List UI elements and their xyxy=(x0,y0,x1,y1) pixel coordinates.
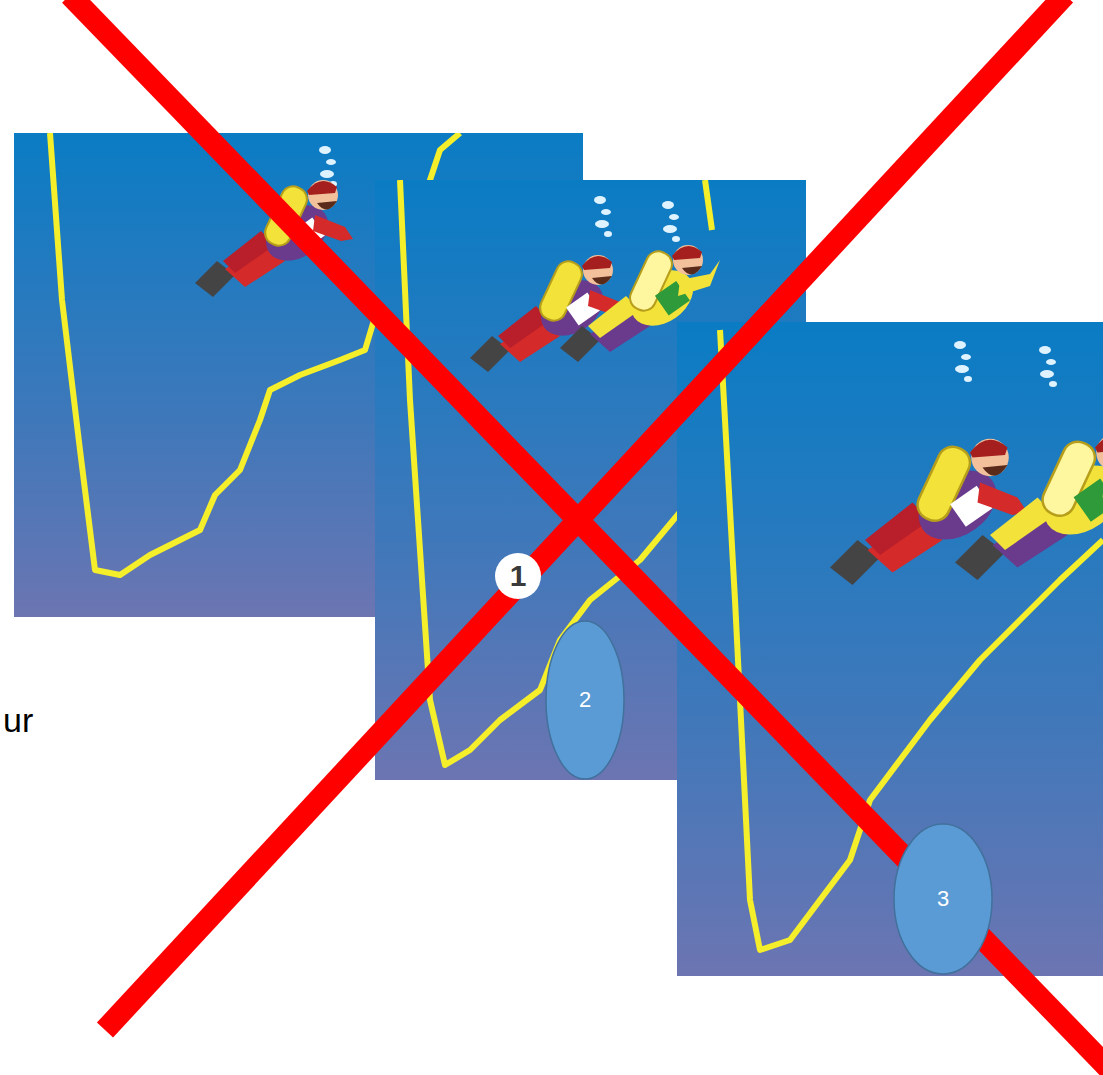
callout-number-text: 1 xyxy=(510,561,527,591)
callout-number: 2 xyxy=(545,620,625,780)
callout-number: 1 xyxy=(494,552,542,600)
callout-number: 3 xyxy=(893,823,993,975)
callout-number-text: 2 xyxy=(579,689,591,711)
red-cross xyxy=(70,0,1103,1070)
dive-panel xyxy=(677,322,1103,976)
callout-outline xyxy=(894,824,992,974)
callout-outline xyxy=(495,553,541,599)
callout-number-text: 3 xyxy=(937,888,949,910)
callout-outline xyxy=(546,621,624,779)
cut-off-text: ur xyxy=(3,703,33,737)
